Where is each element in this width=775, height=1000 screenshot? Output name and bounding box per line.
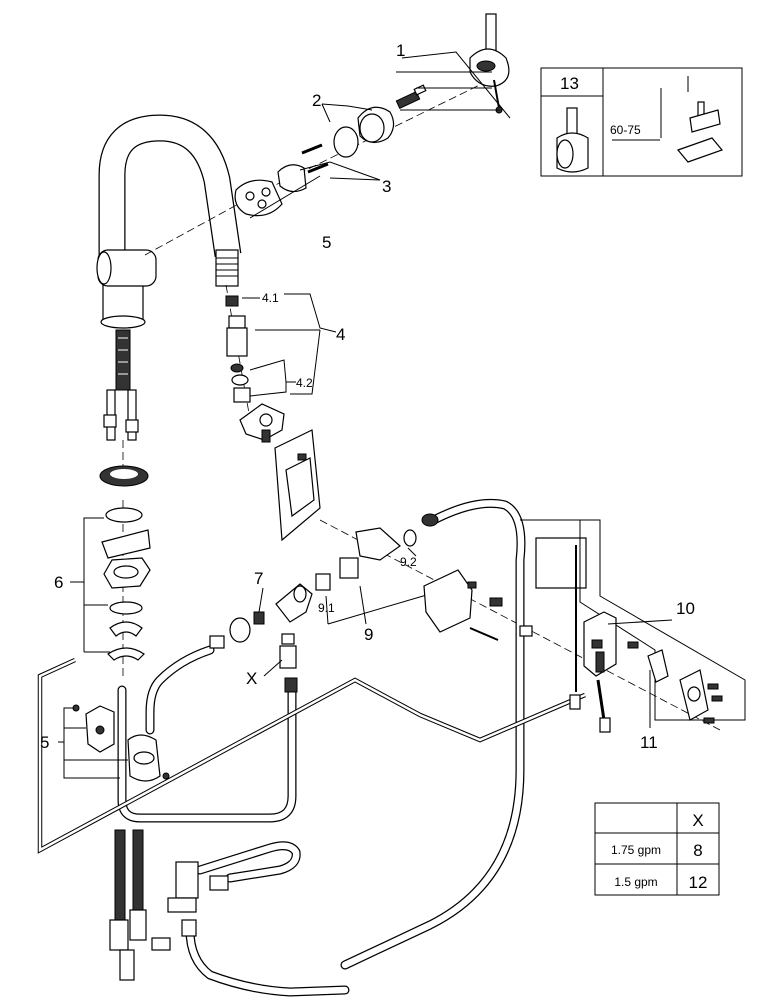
callout-1: 1 [396,41,405,60]
table-header-x: X [692,811,703,830]
callout-4-2: 4.2 [296,376,313,390]
o-ring [333,126,359,158]
battery-assembly [520,519,746,733]
thermostatic-valve [175,861,199,899]
callout-10: 10 [676,599,695,618]
flow-rate-table: X 1.75 gpm 8 1.5 gpm 12 [594,802,720,896]
table-rate-1: 1.75 gpm [611,843,661,857]
solenoid-assembly [274,429,533,641]
lever-assembly [234,13,511,219]
cartridge [234,179,283,217]
spray-parts [225,293,337,443]
inset-13 [540,67,743,177]
hose-guide [58,704,170,782]
faucet-base [100,315,146,329]
callout-11: 11 [640,733,658,752]
table-rate-2: 1.5 gpm [614,875,657,889]
supply-lines [109,829,229,981]
callout-9-1: 9.1 [318,601,335,615]
callout-x: X [246,669,257,688]
table-value-2: 12 [689,873,708,892]
callout-7: 7 [254,569,263,588]
mounting-kit [70,465,151,661]
callout-6: 6 [54,573,63,592]
callout-3: 3 [382,177,391,196]
callout-2: 2 [312,91,321,110]
flow-restrictor [279,645,297,669]
callout-9-2: 9.2 [400,555,417,569]
callout-labels: 1 2 3 5 4.1 4 4.2 9.2 6 7 9.1 9 10 X 5 1… [40,41,695,752]
callout-9: 9 [364,625,373,644]
hoses [37,498,586,997]
callout-4: 4 [336,325,345,344]
callout-5-top: 5 [322,233,331,252]
retaining-plate [277,164,307,193]
callout-5-bottom: 5 [40,733,49,752]
spray-head [215,249,239,287]
faucet-body [96,114,242,441]
table-value-1: 8 [693,841,702,860]
inset-number: 13 [560,74,579,93]
callout-4-1: 4.1 [262,291,279,305]
battery [647,649,669,683]
inset-dimension: 60-75 [610,123,641,137]
control-box [423,569,473,633]
connector-parts [209,583,313,693]
